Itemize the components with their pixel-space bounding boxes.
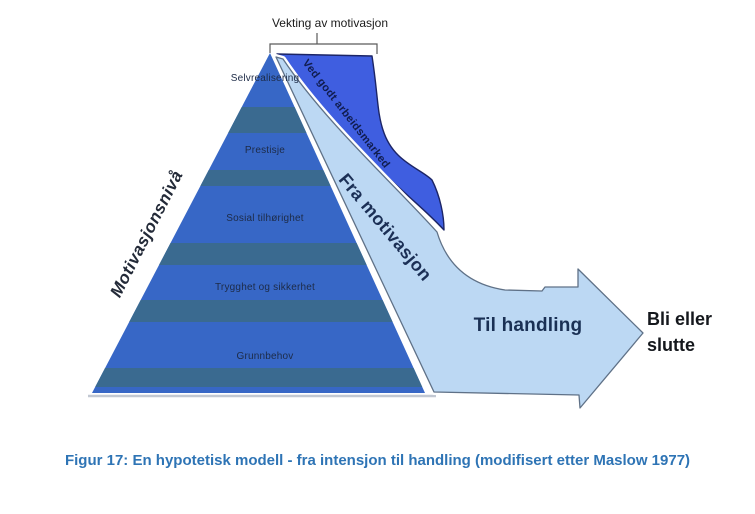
pyramid-level-prestisje: Prestisje: [244, 145, 286, 156]
outcome-line-1: Bli eller: [647, 309, 713, 329]
pyramid-stripe: [92, 368, 425, 387]
outcome-line-2: slutte: [647, 335, 696, 355]
pyramid-level-trygghet-og-sikkerhet: Trygghet og sikkerhet: [215, 282, 315, 293]
outcome-label: Bli eller slutte: [647, 306, 712, 358]
pyramid-stripe: [92, 300, 425, 322]
flow-arrow-shape: [275, 56, 644, 409]
pyramid-stripe: [92, 243, 425, 265]
pyramid-level-grunnbehov: Grunnbehov: [236, 351, 294, 362]
to-action-arrow-label: Til handling: [473, 315, 583, 336]
pyramid-level-selvrealisering: Selvrealisering: [230, 73, 300, 84]
figure-caption: Figur 17: En hypotetisk modell - fra int…: [64, 452, 691, 469]
pyramid-stripe: [92, 107, 425, 133]
weighting-label: Vekting av motivasjon: [271, 16, 389, 30]
weighting-bracket: [269, 33, 378, 54]
pyramid-level-sosial-tilhorighet: Sosial tilhørighet: [226, 213, 304, 224]
